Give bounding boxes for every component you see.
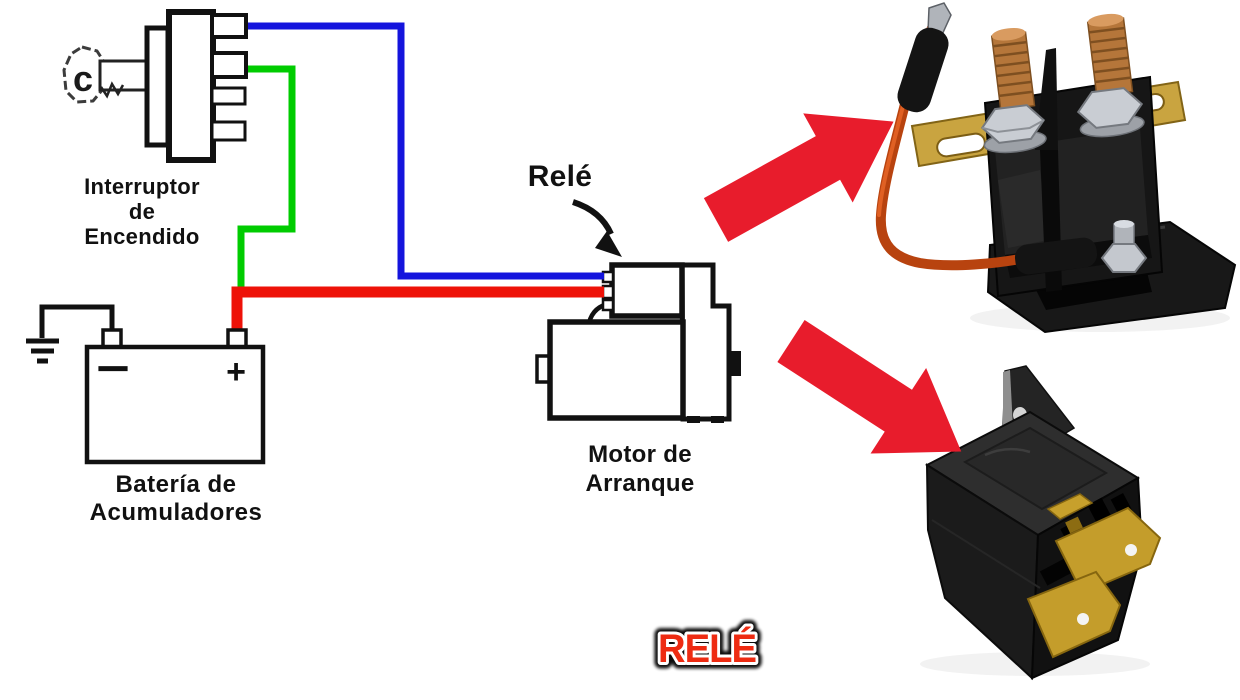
battery-symbol: − +	[84, 328, 266, 465]
key-head	[62, 45, 106, 104]
switch-body	[166, 9, 216, 163]
wire-battery-ground-black	[39, 304, 115, 338]
cube-relay-top-inset	[962, 426, 1109, 511]
ignition-switch-label: Interruptor de Encendido	[84, 174, 200, 249]
rele-pointer-curve	[572, 199, 614, 236]
solenoid-wire-boot-top	[897, 27, 949, 113]
solenoid-nut-left	[980, 104, 1047, 154]
switch-terminal-4	[210, 120, 247, 142]
relay-terminal-stub-2	[601, 284, 615, 300]
wire-battery-to-relay-red	[231, 286, 604, 331]
battery-plus-sign: +	[226, 353, 246, 391]
key-letter: c	[73, 58, 93, 99]
switch-collar	[144, 25, 171, 148]
solenoid-stud-right	[1086, 13, 1134, 97]
switch-terminal-2	[210, 51, 248, 79]
starter-solenoid-relay-photo	[875, 2, 1237, 334]
battery-label: Batería de Acumuladores	[89, 471, 263, 526]
ignition-switch-symbol: c	[62, 9, 248, 163]
cube-relay-left-face	[925, 463, 1040, 681]
cube-relay-slot-4	[1039, 558, 1073, 586]
battery-body	[84, 344, 266, 465]
solenoid-bottom-stud	[1100, 220, 1148, 273]
relay-terminal-stub-3	[601, 298, 615, 312]
callout-arrow-to-solenoid	[703, 113, 894, 242]
motor-foot-left	[687, 416, 700, 423]
motor-body	[547, 319, 686, 421]
rele-badge: RELÉ RELÉ RELÉ	[652, 620, 764, 678]
rele-pointer-label: Relé	[527, 160, 593, 193]
cube-relay-terminal-bottom-hole	[1077, 613, 1089, 625]
rele-badge-glow: RELÉ	[658, 626, 756, 671]
cube-relay-terminal-bottom	[1026, 570, 1122, 659]
rele-badge-text: RELÉ	[658, 626, 756, 671]
motor-foot-right	[711, 416, 724, 423]
ground-symbol	[26, 304, 115, 364]
cube-relay-seam	[931, 519, 1041, 589]
rele-pointer-arrow	[572, 199, 622, 257]
wire-ignition-to-relay-blue	[246, 22, 604, 280]
solenoid-wire-boot-bottom	[1014, 237, 1098, 275]
wire-ignition-feed-green	[237, 65, 296, 289]
cube-relay-flange-edge	[1003, 370, 1013, 430]
switch-terminal-1	[210, 13, 248, 39]
key-shaft	[98, 59, 152, 92]
motor-right-nub	[729, 351, 741, 376]
cube-relay-terminal-right-hole	[1125, 544, 1137, 556]
automotive-cube-relay-photo	[920, 365, 1162, 681]
battery-minus-sign: −	[96, 342, 130, 394]
solenoid-body-highlight	[998, 170, 1048, 248]
starter-motor-symbol	[535, 262, 741, 423]
motor-solenoid-section	[679, 262, 732, 422]
solenoid-bracket-slot-left	[936, 132, 986, 158]
cube-relay-terminal-bracket	[1046, 493, 1094, 520]
switch-terminal-3	[210, 86, 247, 106]
callout-arrow-to-cube-relay	[777, 320, 962, 454]
motor-relay-box	[609, 262, 685, 319]
starter-motor-label: Motor de Arranque	[585, 441, 695, 497]
relay-terminal-stub-1	[601, 270, 615, 284]
rele-pointer-arrowhead	[595, 231, 622, 257]
cube-relay-terminal-notch	[1065, 516, 1083, 534]
rele-badge-outline: RELÉ	[658, 626, 756, 671]
solenoid-stud-left	[990, 27, 1036, 111]
solenoid-nut-right	[1076, 87, 1145, 138]
key-teeth	[99, 81, 125, 99]
cube-relay-top-scratch	[984, 447, 1031, 457]
